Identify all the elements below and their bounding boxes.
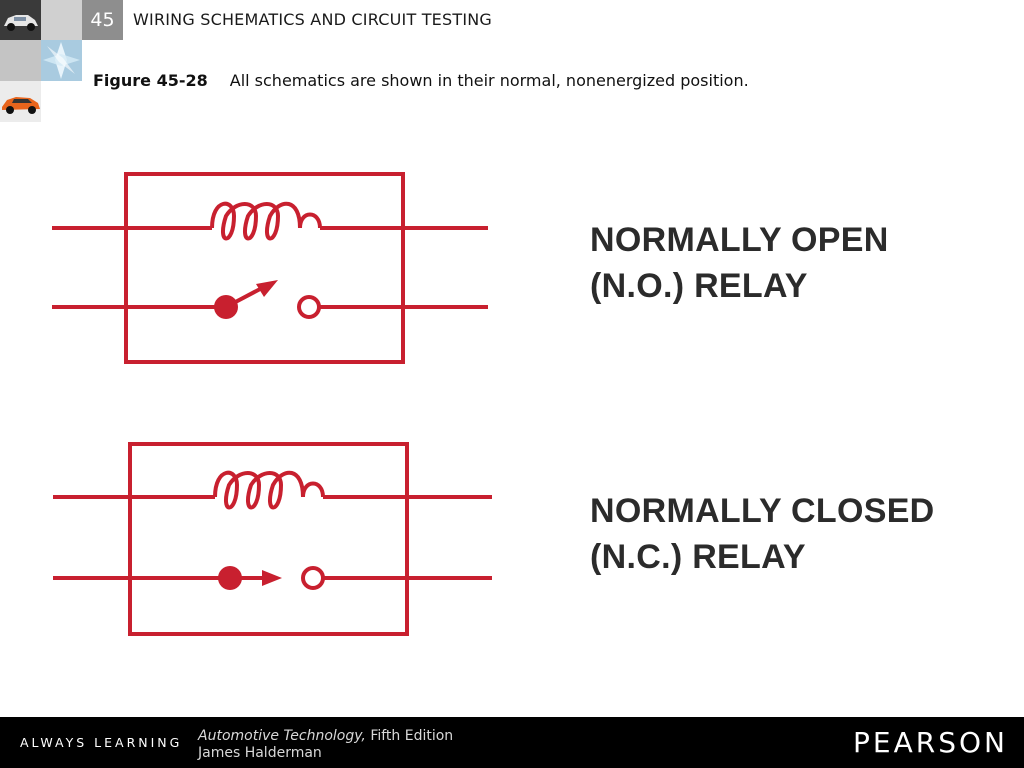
- crystal-thumbnail-image: [41, 40, 82, 81]
- normally-closed-relay-symbol: [53, 442, 492, 636]
- switch-arrow-icon: [256, 280, 278, 297]
- figure-caption-text: All schematics are shown in their normal…: [229, 71, 749, 90]
- open-contact-icon: [297, 295, 321, 319]
- car-thumbnail-image: [0, 0, 41, 40]
- normally-closed-relay-label: NORMALLY CLOSED (N.C.) RELAY: [590, 488, 935, 580]
- pivot-contact-icon: [214, 295, 238, 319]
- coil-icon: [213, 470, 325, 510]
- chapter-title: WIRING SCHEMATICS AND CIRCUIT TESTING: [133, 10, 493, 29]
- relay-label-line: (N.C.) RELAY: [590, 538, 806, 576]
- red-car-thumbnail-image: [0, 81, 41, 122]
- switch-arrow-icon: [262, 570, 282, 586]
- relay-label-line: NORMALLY OPEN: [590, 221, 889, 259]
- gray-thumbnail: [41, 0, 82, 40]
- figure-label: Figure 45-28: [93, 71, 208, 90]
- coil-icon: [210, 201, 322, 241]
- book-credit: Automotive Technology, Fifth Edition Jam…: [198, 728, 453, 762]
- chapter-number-badge: 45: [82, 0, 123, 40]
- header-thumbnails: [0, 0, 82, 122]
- publisher-logo: PEARSON: [853, 726, 1008, 759]
- relay-housing: [124, 172, 405, 364]
- figure-caption: Figure 45-28 All schematics are shown in …: [93, 71, 749, 90]
- normally-open-relay-symbol: [52, 172, 488, 364]
- relay-housing: [128, 442, 409, 636]
- relay-label-line: (N.O.) RELAY: [590, 267, 808, 305]
- book-edition: Fifth Edition: [365, 728, 454, 744]
- normally-open-relay-label: NORMALLY OPEN (N.O.) RELAY: [590, 217, 889, 309]
- closed-contact-icon: [301, 566, 325, 590]
- relay-label-line: NORMALLY CLOSED: [590, 492, 935, 530]
- gray-thumbnail: [0, 40, 41, 81]
- book-title: Automotive Technology,: [198, 728, 366, 744]
- footer-bar: ALWAYS LEARNING Automotive Technology, F…: [0, 717, 1024, 768]
- pivot-contact-icon: [218, 566, 242, 590]
- footer-tagline: ALWAYS LEARNING: [20, 735, 183, 750]
- book-author: James Halderman: [198, 745, 322, 761]
- relay-schematic-diagram: [52, 172, 492, 636]
